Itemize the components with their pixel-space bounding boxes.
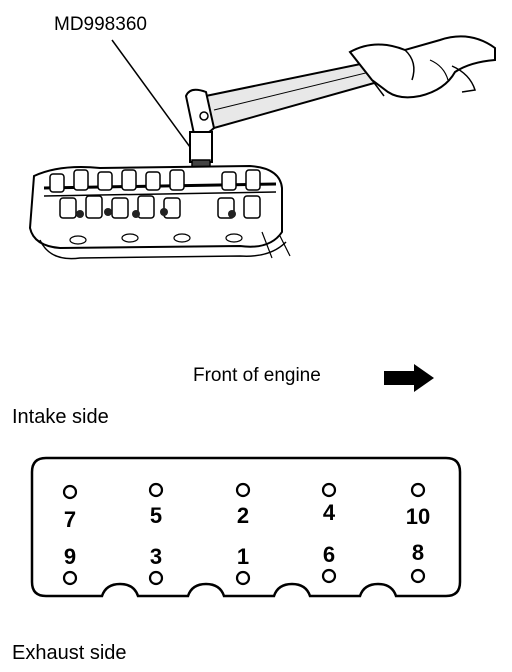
hand-icon bbox=[348, 35, 496, 99]
bolt-number: 8 bbox=[412, 540, 424, 565]
bolt-number: 10 bbox=[406, 504, 430, 529]
bolt-hole bbox=[410, 482, 426, 498]
bolt-hole bbox=[235, 570, 251, 586]
front-arrow-icon bbox=[384, 364, 434, 392]
bolt-number: 9 bbox=[64, 544, 76, 569]
front-of-engine-label: Front of engine bbox=[193, 365, 321, 386]
bolt-hole bbox=[321, 568, 337, 584]
tool-label: MD998360 bbox=[54, 14, 147, 35]
bottom-row-bolts bbox=[62, 568, 426, 586]
cylinder-head-icon bbox=[28, 164, 291, 260]
bolt-number: 5 bbox=[150, 503, 162, 528]
bolt-hole bbox=[62, 570, 78, 586]
bolt-hole bbox=[410, 568, 426, 584]
bolt-hole bbox=[235, 482, 251, 498]
bolt-number: 4 bbox=[323, 500, 336, 525]
bolt-hole bbox=[148, 482, 164, 498]
head-outline bbox=[30, 456, 462, 598]
bolt-number: 2 bbox=[237, 503, 249, 528]
bolt-number: 1 bbox=[237, 544, 249, 569]
bolt-hole bbox=[62, 484, 78, 500]
bolt-hole bbox=[148, 570, 164, 586]
top-row-bolts bbox=[62, 482, 426, 500]
bolt-hole bbox=[321, 482, 337, 498]
intake-side-label: Intake side bbox=[12, 406, 109, 428]
leader-line bbox=[111, 39, 199, 159]
exhaust-side-label: Exhaust side bbox=[12, 642, 127, 664]
bolt-number: 6 bbox=[323, 542, 335, 567]
bolt-number: 7 bbox=[64, 507, 76, 532]
bolt-number: 3 bbox=[150, 544, 162, 569]
